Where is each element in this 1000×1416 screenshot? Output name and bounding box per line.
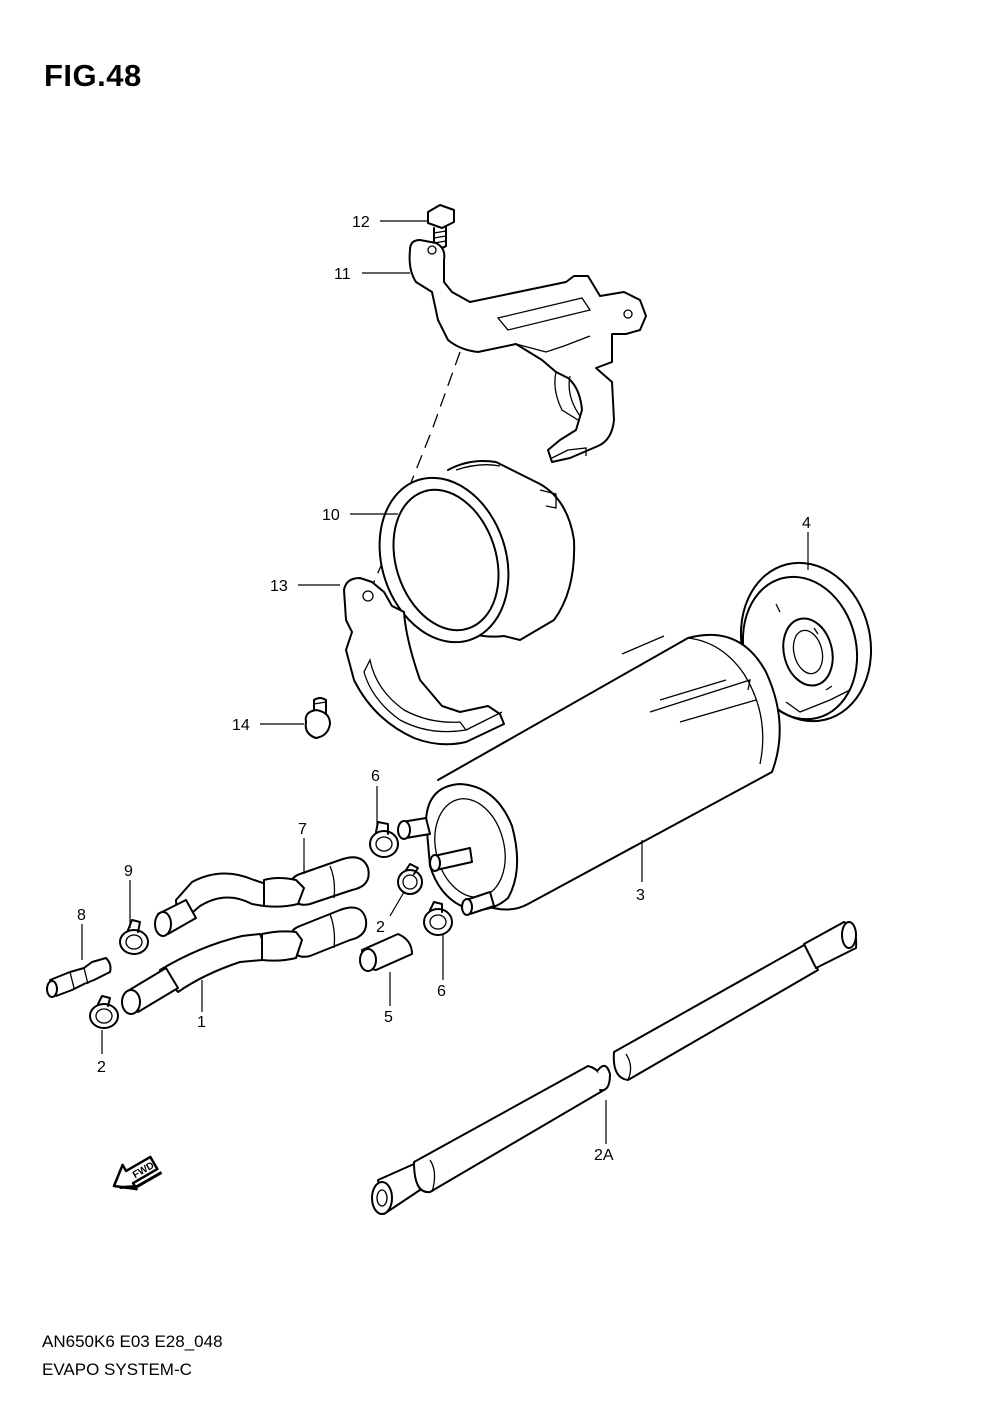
part-7-hose bbox=[154, 856, 370, 937]
callout-14: 14 bbox=[232, 717, 250, 734]
part-2A-long-hose bbox=[371, 921, 858, 1215]
fwd-arrow-icon: FWD bbox=[112, 1155, 163, 1191]
leader-lines bbox=[81, 220, 809, 1144]
callout-5: 5 bbox=[384, 1009, 393, 1026]
callout-1: 1 bbox=[197, 1014, 206, 1031]
part-9-clamp bbox=[119, 919, 149, 955]
callout-7: 7 bbox=[298, 821, 307, 838]
callout-13: 13 bbox=[270, 578, 288, 595]
part-8-joint bbox=[46, 957, 112, 998]
callout-2A: 2A bbox=[594, 1147, 614, 1164]
part-6-clamp-lower bbox=[423, 901, 453, 936]
callout-6-upper: 6 bbox=[371, 768, 380, 785]
part-2-clamp-lower-left bbox=[89, 995, 119, 1029]
part-5-cap bbox=[359, 933, 413, 972]
callout-11: 11 bbox=[334, 266, 351, 283]
callout-12: 12 bbox=[352, 214, 370, 231]
part-10-rubber-sleeve bbox=[378, 460, 576, 644]
callout-labels: 12 11 10 13 14 4 3 6 7 9 8 1 2 2 5 6 2A bbox=[77, 214, 811, 1164]
part-2-clamp-middle bbox=[397, 863, 423, 895]
callout-8: 8 bbox=[77, 907, 86, 924]
part-13-lower-bracket bbox=[343, 577, 505, 746]
callout-6-lower: 6 bbox=[437, 983, 446, 1000]
part-4-canister-cap bbox=[739, 561, 873, 723]
part-1-hose bbox=[121, 906, 368, 1015]
callout-9: 9 bbox=[124, 863, 133, 880]
model-code: AN650K6 E03 E28_048 bbox=[42, 1332, 223, 1351]
callout-10: 10 bbox=[322, 507, 340, 524]
part-6-clamp-upper bbox=[369, 821, 399, 858]
part-14-screw bbox=[304, 697, 331, 739]
part-11-upper-bracket bbox=[408, 239, 647, 463]
part-3-canister-body bbox=[397, 633, 781, 916]
section-name: EVAPO SYSTEM-C bbox=[42, 1360, 192, 1379]
callout-2-left: 2 bbox=[97, 1059, 106, 1076]
figure-title: FIG.48 bbox=[44, 58, 142, 93]
callout-4: 4 bbox=[802, 515, 811, 532]
callout-2-middle: 2 bbox=[376, 919, 385, 936]
callout-3: 3 bbox=[636, 887, 645, 904]
